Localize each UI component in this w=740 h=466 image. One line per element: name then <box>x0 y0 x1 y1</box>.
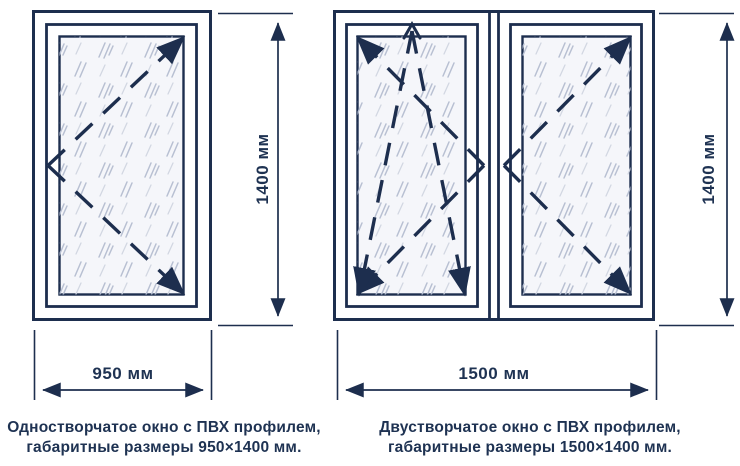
double-window <box>333 10 655 321</box>
caption-line-2: габаритные размеры 1500×1400 мм. <box>387 438 673 456</box>
single-window-width-dimension <box>33 330 213 400</box>
double-window-caption: Двустворчатое окно с ПВХ профилем, габар… <box>368 418 692 457</box>
single-window <box>32 10 212 321</box>
single-window-width-label: 950 мм <box>92 364 154 383</box>
turn-opening-symbol-icon <box>46 36 186 295</box>
double-window-left-sash <box>345 20 486 308</box>
double-window-right-sash <box>502 23 643 308</box>
double-window-width-dimension <box>336 330 658 400</box>
double-window-height-dimension <box>659 12 735 327</box>
caption-line-1: Одностворчатое окно с ПВХ профилем, <box>7 419 321 436</box>
glass-hatch-texture <box>59 36 184 295</box>
turn-opening-symbol-icon <box>502 35 633 296</box>
caption-line-2: габаритные размеры 950×1400 мм. <box>26 438 302 456</box>
single-window-caption: Одностворчатое окно с ПВХ профилем, габа… <box>2 418 326 457</box>
glass-hatch-texture <box>357 36 466 295</box>
tilt-and-turn-opening-symbol-icon <box>353 20 486 297</box>
tilt-apex-arrow-icon <box>402 20 422 40</box>
double-window-width-label: 1500 мм <box>458 364 530 383</box>
glass-hatch-texture <box>522 36 631 295</box>
single-window-height-dimension <box>218 12 293 327</box>
double-window-height-label: 1400 мм <box>699 133 718 205</box>
caption-line-1: Двустворчатое окно с ПВХ профилем, <box>379 419 681 436</box>
single-window-height-label: 1400 мм <box>253 133 272 205</box>
